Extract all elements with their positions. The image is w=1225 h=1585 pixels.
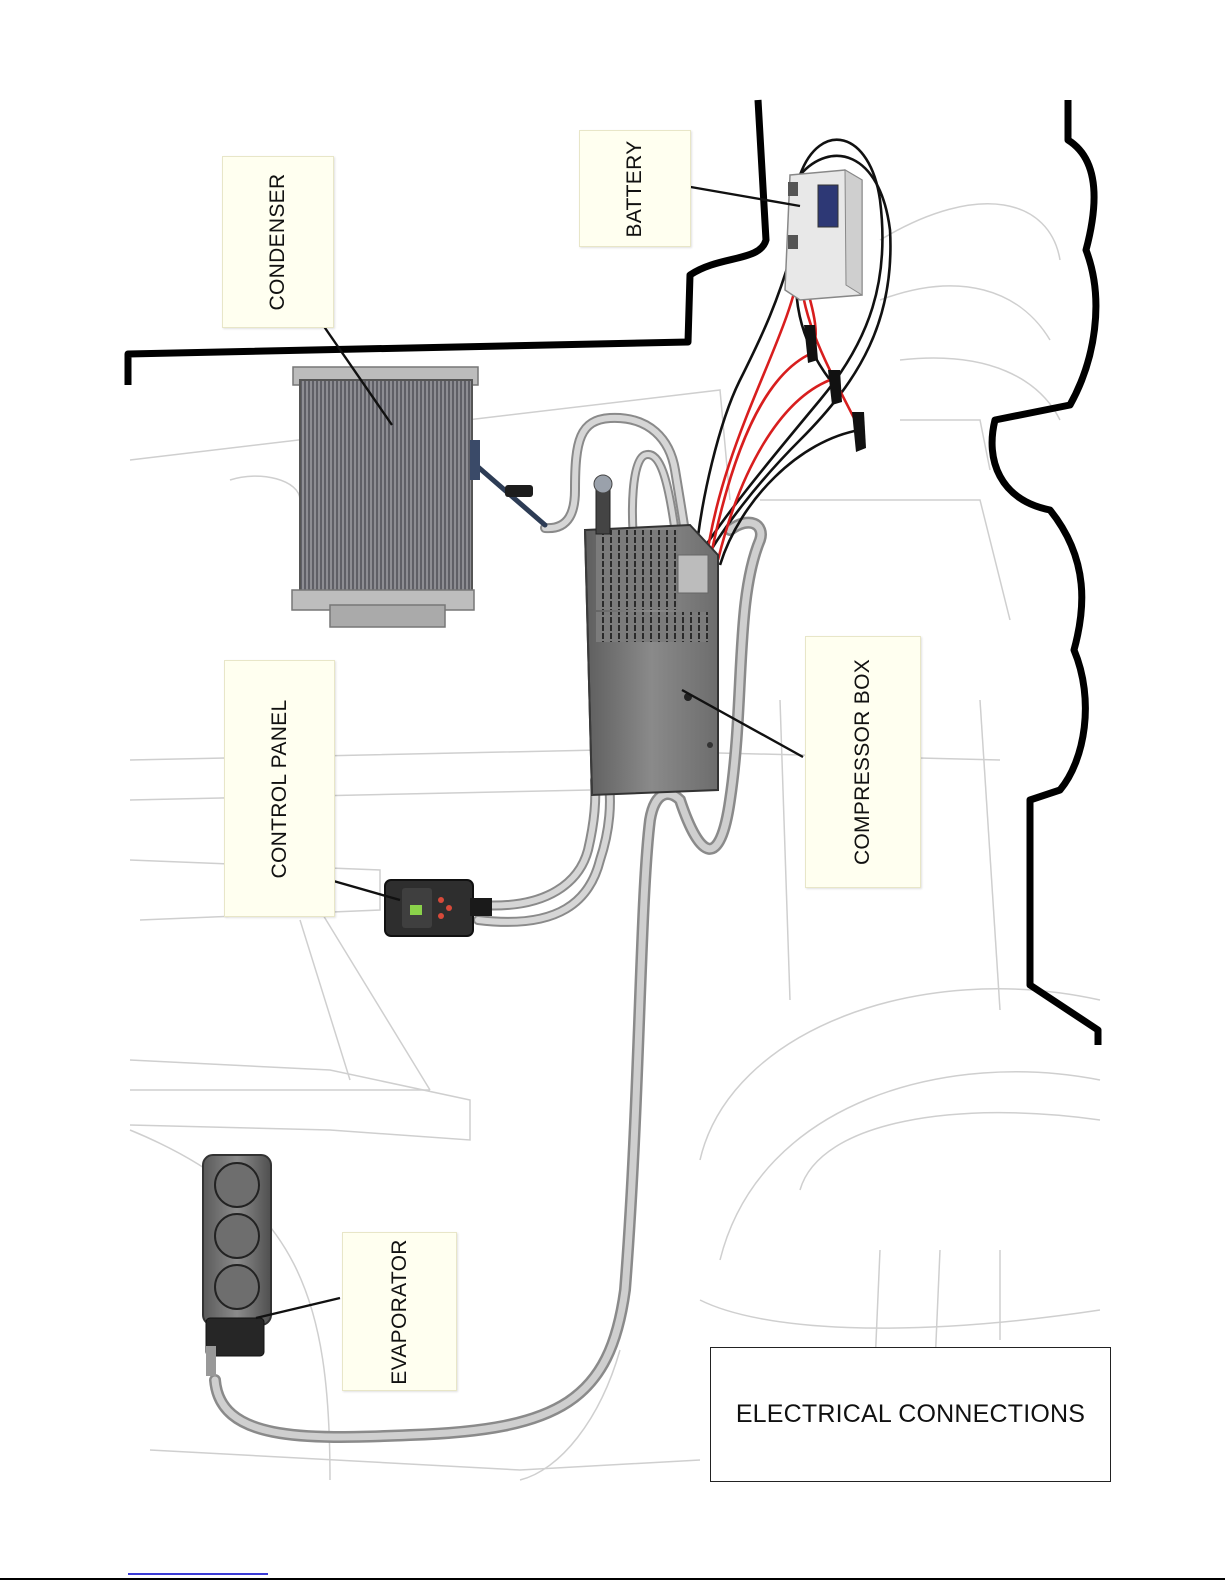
- condenser-label: CONDENSER: [266, 174, 290, 311]
- battery-label-box: BATTERY: [579, 130, 691, 247]
- condenser-unit-icon: [292, 367, 533, 627]
- control-panel-label-box: CONTROL PANEL: [224, 660, 335, 917]
- compressor-box-label: COMPRESSOR BOX: [851, 659, 875, 865]
- battery-label: BATTERY: [623, 140, 647, 237]
- footer-link-underline: [128, 1573, 268, 1575]
- battery-leader: [685, 186, 800, 206]
- compressor-box-label-box: COMPRESSOR BOX: [805, 636, 921, 888]
- title-box: ELECTRICAL CONNECTIONS: [710, 1347, 1111, 1482]
- evaporator-label: EVAPORATOR: [388, 1239, 412, 1384]
- control-panel-unit-icon: [385, 880, 492, 936]
- condenser-label-box: CONDENSER: [222, 156, 334, 328]
- page-title: ELECTRICAL CONNECTIONS: [736, 1400, 1085, 1429]
- evaporator-unit-icon: [203, 1155, 271, 1376]
- evaporator-label-box: EVAPORATOR: [342, 1232, 457, 1391]
- compressor-box-icon: [585, 475, 718, 795]
- battery-unit-icon: [785, 170, 862, 300]
- control-panel-label: CONTROL PANEL: [268, 699, 292, 878]
- footer-rule: [0, 1578, 1225, 1580]
